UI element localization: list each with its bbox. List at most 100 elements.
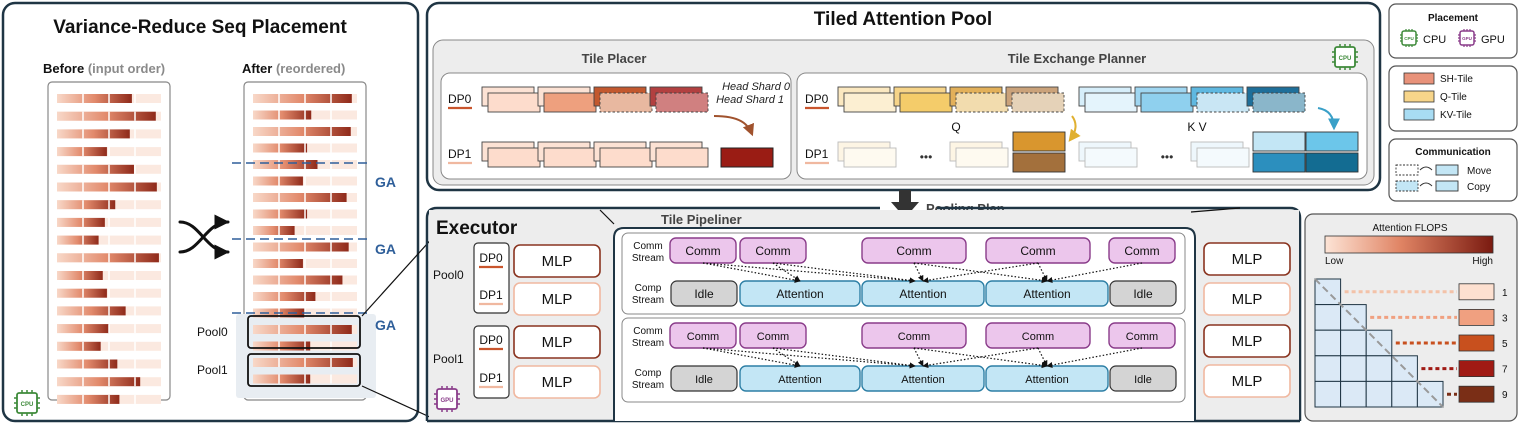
mlp-label: MLP bbox=[542, 291, 573, 308]
dependency-arrow bbox=[702, 347, 916, 369]
comp-stream-label: Stream bbox=[632, 295, 664, 306]
sequence-row bbox=[253, 176, 303, 186]
exec-pool1-dp1: DP1 bbox=[479, 371, 503, 385]
comm-label: Comm bbox=[896, 244, 931, 258]
kv-label: K V bbox=[1187, 120, 1206, 134]
sequence-row bbox=[57, 111, 156, 121]
sh-tile-shard1 bbox=[599, 147, 653, 168]
mlp-block bbox=[513, 282, 601, 316]
mask-cell bbox=[1314, 329, 1342, 357]
mask-cell bbox=[1416, 380, 1444, 408]
exchange-dp1-label: DP1 bbox=[805, 147, 829, 161]
comp-stream-label: Comp bbox=[635, 283, 662, 294]
exec-pool0-dp1: DP1 bbox=[479, 288, 503, 302]
comm-stream-label: Stream bbox=[632, 338, 664, 349]
flops-value: 7 bbox=[1502, 365, 1508, 376]
legend-placement-title: Placement bbox=[1428, 13, 1479, 24]
legend-copy-label: Copy bbox=[1467, 182, 1490, 193]
kv-copy-arrow bbox=[1317, 107, 1340, 131]
tile-exchange-title: Tile Exchange Planner bbox=[1008, 51, 1146, 66]
mlp-label: MLP bbox=[1232, 333, 1263, 350]
sequence-row bbox=[253, 358, 353, 367]
kv-dots: ••• bbox=[1161, 150, 1174, 164]
placer-dp1-label: DP1 bbox=[448, 147, 472, 161]
dependency-arrow bbox=[772, 347, 916, 369]
sh-tile-shard1 bbox=[543, 147, 597, 168]
sequence-row bbox=[57, 164, 134, 174]
attention-label: Attention bbox=[901, 374, 944, 386]
flops-swatch bbox=[1458, 334, 1495, 352]
comm-stream-label: Comm bbox=[633, 326, 662, 337]
ga-label-3: GA bbox=[375, 317, 396, 333]
cpu-chip-icon: CPU bbox=[1332, 44, 1358, 70]
sequence-row bbox=[253, 292, 316, 301]
idle-label: Idle bbox=[694, 287, 714, 301]
sequence-row bbox=[253, 110, 312, 120]
sequence-row bbox=[57, 129, 130, 139]
sequence-row bbox=[57, 235, 99, 245]
sequence-row bbox=[57, 182, 157, 192]
legend-kv-tile-swatch bbox=[1403, 108, 1435, 121]
q-tile-faded bbox=[843, 147, 897, 168]
kv-tile-faded bbox=[1084, 147, 1138, 168]
kv-tile bbox=[1140, 92, 1194, 113]
comm-label: Comm bbox=[687, 331, 719, 343]
idle-block bbox=[1109, 365, 1177, 392]
gpu-chip-icon: GPU bbox=[1458, 29, 1476, 47]
q-tile bbox=[1011, 92, 1065, 113]
sequence-row bbox=[57, 253, 159, 263]
sequence-row bbox=[253, 226, 295, 235]
mlp-label: MLP bbox=[1232, 251, 1263, 268]
sequence-row bbox=[253, 193, 347, 202]
flops-value: 3 bbox=[1502, 313, 1508, 324]
sequence-row bbox=[253, 94, 352, 103]
mlp-block bbox=[1203, 324, 1291, 358]
exec-pool1-dp0: DP0 bbox=[479, 333, 503, 347]
flops-title: Attention FLOPS bbox=[1372, 223, 1447, 234]
sequence-row bbox=[57, 377, 141, 387]
legend-kv-tile-label: KV-Tile bbox=[1440, 110, 1472, 121]
sequence-row bbox=[57, 341, 101, 351]
comm-label: Comm bbox=[755, 244, 790, 258]
kv-tile-received bbox=[1305, 152, 1359, 173]
seq-placement-panel: Variance-Reduce Seq Placement Before (in… bbox=[1, 1, 456, 423]
comp-stream-label: Stream bbox=[632, 380, 664, 391]
dependency-arrow bbox=[913, 262, 1048, 284]
flops-swatch bbox=[1458, 385, 1495, 403]
ga-dividers: GA GA GA bbox=[232, 162, 396, 333]
legend-cpu-label: CPU bbox=[1423, 34, 1446, 46]
kv-tile bbox=[1252, 92, 1306, 113]
sequence-row bbox=[253, 143, 308, 153]
pipeliner-title: Tile Pipeliner bbox=[661, 212, 742, 227]
sequence-row bbox=[253, 325, 352, 334]
attention-label: Attention bbox=[778, 374, 821, 386]
pool0-box bbox=[247, 315, 361, 349]
idle-label: Idle bbox=[1134, 374, 1152, 386]
dependency-arrow bbox=[913, 347, 1048, 369]
cpu-chip-icon: CPU bbox=[14, 390, 40, 416]
dependency-arrow bbox=[1046, 347, 1143, 368]
mlp-label: MLP bbox=[542, 253, 573, 270]
sequence-row bbox=[253, 259, 303, 268]
mlp-block bbox=[1203, 242, 1291, 276]
pool0-label: Pool0 bbox=[197, 325, 228, 339]
before-label: Before (input order) bbox=[43, 61, 165, 76]
comm-label: Comm bbox=[1126, 331, 1158, 343]
sh-tile-shard1 bbox=[655, 147, 709, 168]
kv-tile bbox=[1084, 92, 1138, 113]
mask-cell bbox=[1365, 355, 1393, 382]
legend-placement: Placement CPU CPU GPU GPU bbox=[1388, 3, 1518, 59]
shuffle-icon bbox=[178, 214, 230, 260]
mask-cell bbox=[1314, 380, 1342, 408]
idle-block bbox=[670, 280, 738, 307]
attention-label: Attention bbox=[1025, 374, 1068, 386]
comm-label: Comm bbox=[1020, 244, 1055, 258]
sequence-row bbox=[253, 242, 349, 252]
sequence-row bbox=[57, 271, 103, 280]
q-tile-faded bbox=[955, 147, 1009, 168]
flops-swatch bbox=[1458, 308, 1495, 326]
kv-tile-received bbox=[1305, 131, 1359, 152]
sh-tile-shard1 bbox=[543, 92, 597, 113]
